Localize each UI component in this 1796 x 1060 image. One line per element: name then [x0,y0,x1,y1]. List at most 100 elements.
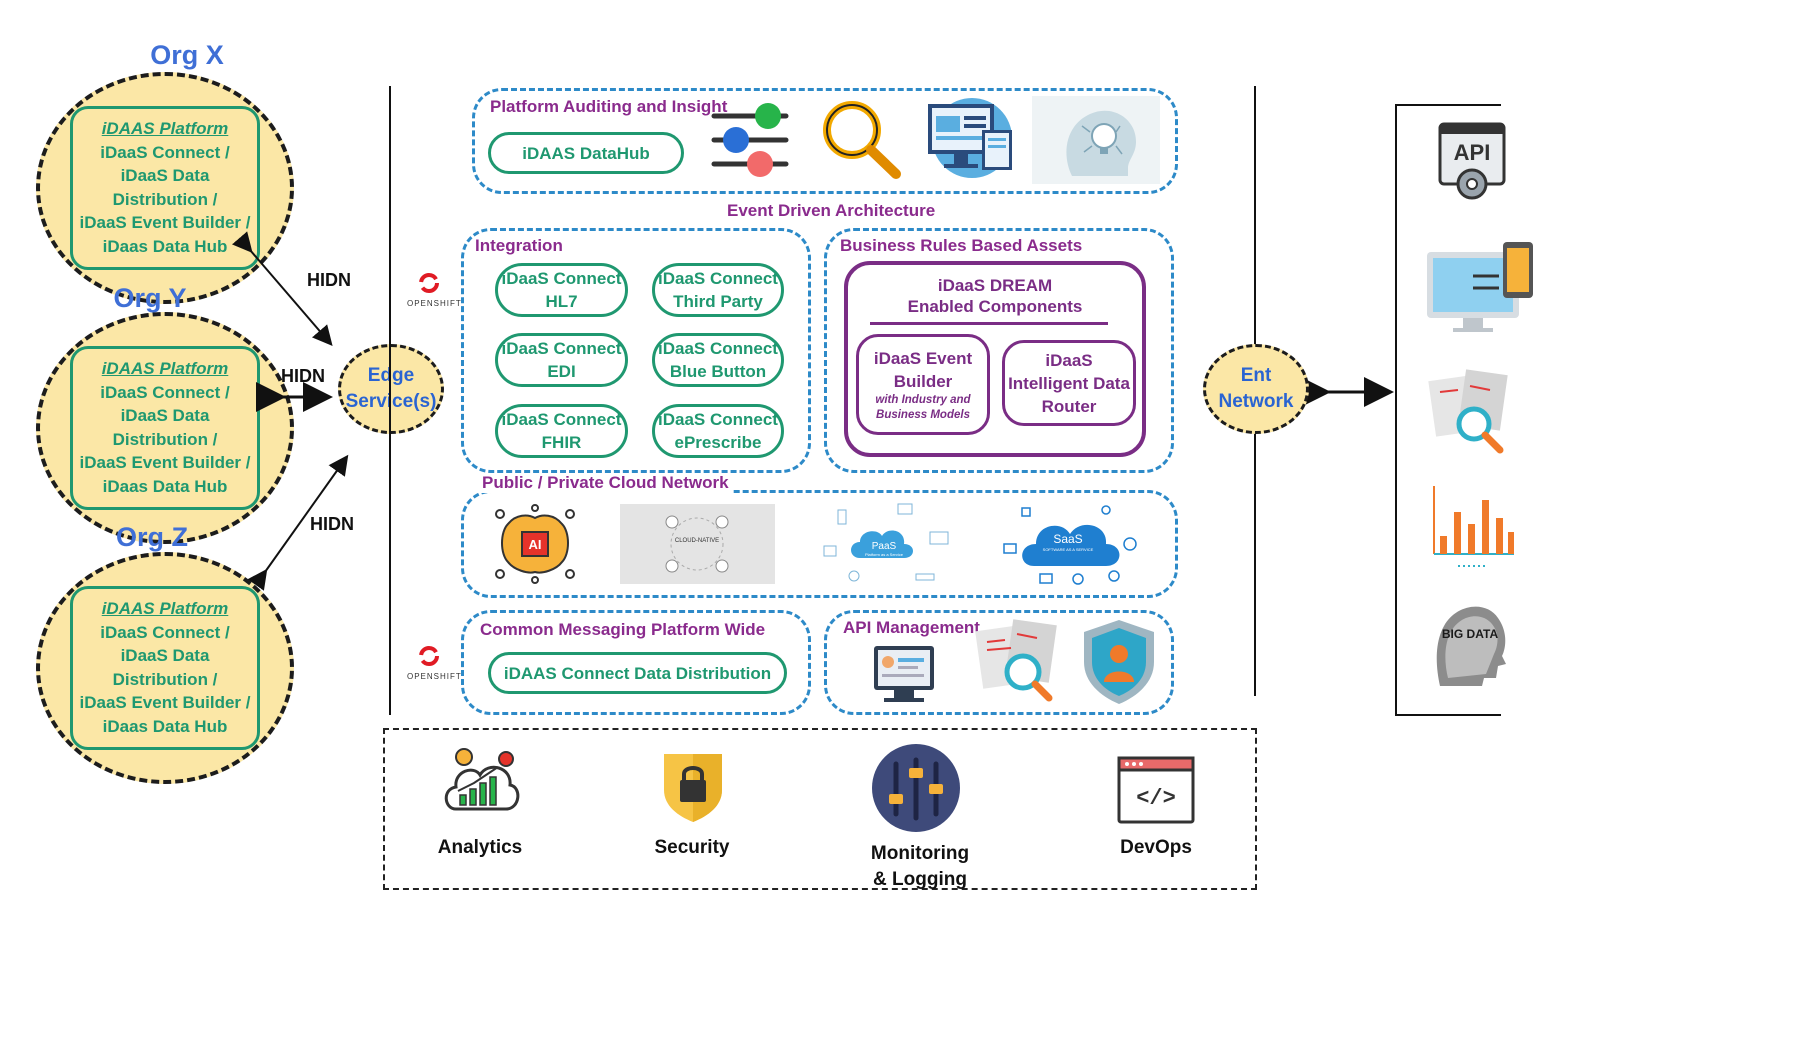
integration-third-party: iDaaS Connect Third Party [652,263,784,317]
org-line: iDaaS Event Builder / [79,693,251,712]
intelligent-router-box: iDaaS Intelligent Data Router [1002,340,1136,426]
integration-eprescribe: iDaaS Connect ePrescribe [652,404,784,458]
right-systems-bracket [1395,104,1501,716]
api-label: API [1454,140,1491,165]
pill-line: Third Party [673,292,763,311]
openshift-icon [419,273,439,293]
org-line: iDaaS Connect / [100,142,230,162]
hidn-label-y: HIDN [281,366,325,386]
event-line: Builder [893,371,953,391]
org-line: iDaaS Connect / [100,622,230,642]
openshift-label: OPENSHIFT [407,299,462,308]
openshift-label: OPENSHIFT [407,672,462,681]
cloud-native-label: CLOUD-NATIVE [675,538,719,544]
org-line: Distribution / [112,189,218,209]
document-search-icon [975,619,1057,702]
monitoring-line: Monitoring [870,843,970,864]
monitoring-line: & Logging [873,869,967,890]
pill-line: iDaaS Connect [658,339,778,358]
router-line: Router [1041,396,1097,416]
report-search-icon [1428,369,1508,454]
org-z-platform-box: iDAAS Platform iDaaS Connect / iDaaS Dat… [70,586,260,750]
bar-chart-icon [1433,486,1514,567]
org-z-edge-arrow [247,454,349,591]
cloud-native-image: CLOUD-NATIVE [620,504,775,584]
org-platform-label: iDAAS Platform [101,599,229,618]
org-line: iDaaS Connect / [100,382,230,402]
ai-chip-icon: AI [495,504,575,584]
left-divider-line [389,86,391,715]
paas-sublabel: Platform as a Service [865,552,904,557]
org-platform-label: iDAAS Platform [101,359,229,378]
ent-label: Ent [1240,365,1272,386]
org-x-platform-box: iDAAS Platform iDaaS Connect / iDaaS Dat… [70,106,260,270]
messaging-panel [461,610,811,715]
integration-fhir: iDaaS Connect FHIR [495,404,628,458]
integration-hl7: iDaaS Connect HL7 [495,263,628,317]
auditing-panel [472,88,1178,194]
router-line: Intelligent Data [1008,373,1130,393]
edge-services-node: Edge Service(s) [338,344,444,434]
pill-line: HL7 [545,292,578,311]
pill-line: iDaaS Connect [658,410,778,429]
magnifier-icon [823,101,901,179]
event-line: iDaaS Event [873,348,973,368]
org-line: iDaaS Event Builder / [79,453,251,472]
org-line: Distribution / [112,669,218,689]
org-y-platform-box: iDAAS Platform iDaaS Connect / iDaaS Dat… [70,346,260,510]
ent-network-node: Ent Network [1203,344,1309,434]
org-line: Distribution / [112,429,218,449]
devops-label: DevOps [1120,837,1192,858]
security-label: Security [654,837,730,858]
pill-line: FHIR [541,433,582,452]
sliders-icon [711,103,789,177]
device-transfer-icon [1427,242,1533,332]
org-platform-label: iDAAS Platform [101,119,229,138]
org-line: iDaas Data Hub [102,716,228,736]
cloud-network-title: Public / Private Cloud Network [480,473,731,493]
business-rules-title: Business Rules Based Assets [840,236,1083,255]
ent-label: Network [1218,391,1294,412]
monitoring-sliders-icon [872,744,960,832]
event-subtext: with Industry and [875,393,971,406]
big-data-head-icon: BIG DATA [1436,606,1506,686]
security-shield-lock-icon [664,754,722,822]
data-distribution-label: iDAAS Connect Data Distribution [503,663,772,683]
dream-components-box: iDaaS DREAM Enabled Components iDaaS Eve… [844,261,1146,457]
datahub-label: iDAAS DataHub [522,143,650,163]
security-shield-user-icon [1084,620,1154,704]
event-builder-box: iDaaS Event Builder with Industry and Bu… [856,334,990,435]
hidn-label-z: HIDN [310,514,354,534]
openshift-logo-top: OPENSHIFT [407,272,462,308]
api-management-title: API Management [843,618,980,637]
dream-line: Enabled Components [907,297,1083,316]
org-z-title: Org Z [116,522,188,552]
org-line: iDaaS Data [120,406,210,425]
api-management-panel [824,610,1174,715]
org-x-title: Org X [150,40,224,70]
auditing-title: Platform Auditing and Insight [490,97,728,116]
router-line: iDaaS [1045,350,1093,370]
pill-line: ePrescribe [674,433,762,452]
org-line: iDaas Data Hub [102,476,228,496]
pill-line: iDaaS Connect [658,269,778,288]
pill-line: iDaaS Connect [501,410,622,429]
openshift-icon [419,646,439,666]
org-y-title: Org Y [113,283,187,313]
monitoring-label: Monitoring & Logging [860,841,980,893]
cloud-network-panel [461,490,1178,598]
dream-title: iDaaS DREAM Enabled Components [848,275,1142,317]
analytics-label: Analytics [437,837,523,858]
org-line: iDaas Data Hub [102,236,228,256]
eda-title: Event Driven Architecture [727,201,936,220]
dashboard-monitor-icon [928,98,1012,178]
code-glyph: </> [1136,786,1176,811]
data-distribution-pill: iDAAS Connect Data Distribution [488,652,787,694]
analytics-cloud-icon [444,748,520,811]
org-line: iDaaS Event Builder / [79,213,251,232]
paas-cloud-icon: PaaS Platform as a Service [823,503,949,582]
pill-line: Blue Button [669,362,767,381]
tools-box [383,728,1257,890]
edge-label: Service(s) [345,391,437,412]
